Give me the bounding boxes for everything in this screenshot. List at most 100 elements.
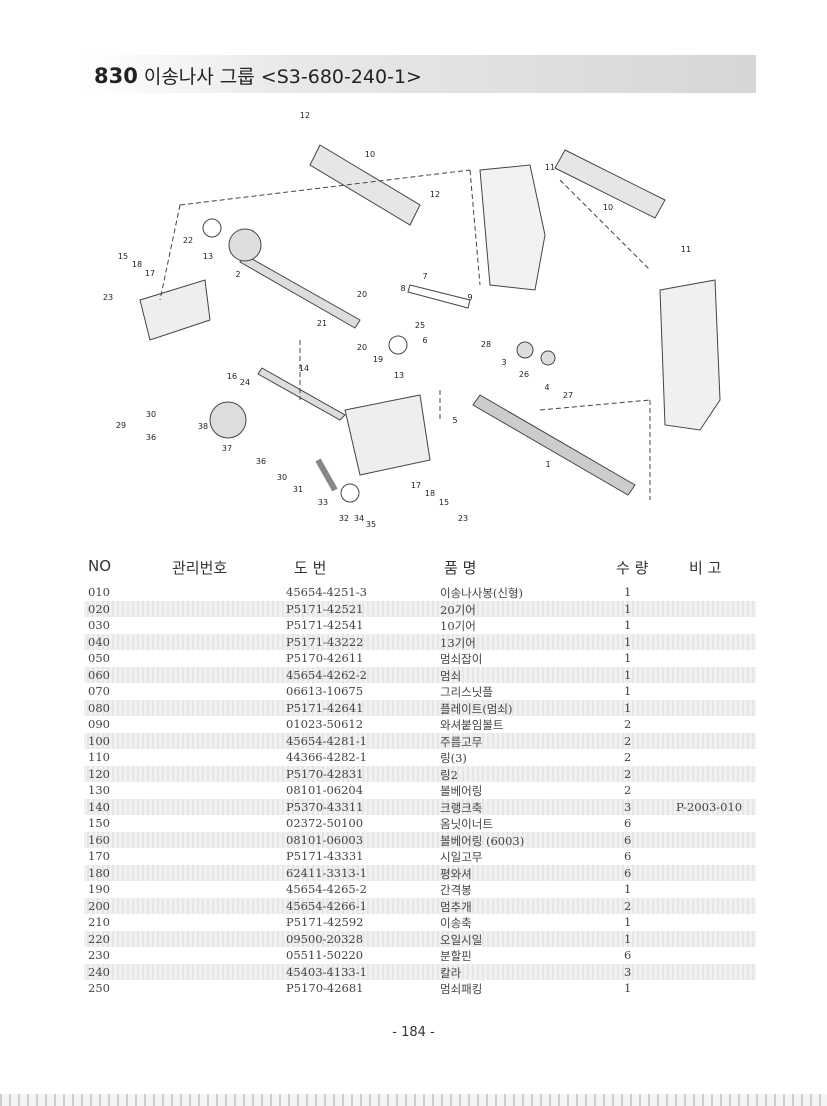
callout-label: 6 [422, 336, 427, 345]
callout-label: 26 [519, 370, 529, 379]
part-number: 44366-4282-1 [286, 750, 367, 764]
item-no: 080 [88, 700, 110, 715]
part-number: P5170-42831 [286, 766, 364, 781]
callout-label: 1 [545, 460, 550, 469]
scan-edge [0, 1094, 827, 1106]
item-no: 250 [88, 981, 110, 995]
gearbox-housing [659, 279, 721, 431]
item-no: 130 [88, 783, 110, 797]
callout-label: 17 [411, 481, 421, 490]
quantity: 1 [624, 585, 632, 599]
feed-screw-tube [309, 144, 421, 226]
callout-label: 28 [481, 340, 491, 349]
callout-label: 30 [146, 410, 156, 419]
quantity: 1 [624, 618, 632, 632]
feed-screw [472, 394, 636, 496]
callout-label: 32 [339, 514, 349, 523]
item-no: 040 [88, 634, 110, 649]
spring [315, 458, 338, 492]
item-no: 010 [88, 585, 110, 599]
callout-label: 5 [452, 416, 457, 425]
part-number: 45654-4265-2 [286, 882, 367, 896]
callout-label: 24 [240, 378, 250, 387]
part-name: 플레이트(멈쇠) [440, 701, 513, 716]
callout-label: 14 [299, 364, 309, 373]
item-no: 190 [88, 882, 110, 896]
bearing [388, 335, 408, 355]
part-number: 45654-4262-2 [286, 667, 367, 682]
item-no: 060 [88, 667, 110, 682]
item-no: 110 [88, 750, 110, 764]
callout-label: 21 [317, 319, 327, 328]
callout-label: 19 [373, 355, 383, 364]
feed-shaft [239, 254, 361, 329]
item-no: 200 [88, 898, 110, 913]
item-no: 140 [88, 799, 110, 814]
item-no: 230 [88, 948, 110, 962]
item-no: 160 [88, 832, 110, 847]
part-name: 분할핀 [440, 949, 472, 963]
part-name: 간격봉 [440, 883, 472, 897]
callout-label: 4 [544, 383, 549, 392]
part-number: 45654-4281-1 [286, 733, 367, 748]
callout-label: 29 [116, 421, 126, 430]
part-name: 볼베어링 (6003) [440, 833, 525, 848]
item-no: 180 [88, 865, 110, 880]
part-number: P5370-43311 [286, 799, 364, 814]
part-name: 13기어 [440, 635, 476, 650]
part-number: P5171-43222 [286, 634, 364, 649]
part-number: 45654-4266-1 [286, 898, 367, 913]
quantity: 3 [624, 964, 632, 979]
callout-label: 15 [439, 498, 449, 507]
quantity: 1 [624, 684, 632, 698]
part-name: 멈추개 [440, 899, 472, 914]
quantity: 2 [624, 898, 632, 913]
part-name: 오일시일 [440, 932, 483, 947]
callout-label: 8 [400, 284, 405, 293]
callout-label: 13 [203, 252, 213, 261]
quantity: 2 [624, 750, 632, 764]
part-name: 이송축 [440, 916, 472, 930]
bearing3 [340, 483, 360, 503]
section-title: 이송나사 그룹 <S3-680-240-1> [143, 66, 422, 88]
quantity: 2 [624, 766, 632, 781]
part-number: P5171-42641 [286, 700, 364, 715]
callout-label: 31 [293, 485, 303, 494]
part-number: P5170-42681 [286, 981, 364, 995]
callout-label: 33 [318, 498, 328, 507]
callout-label: 2 [235, 270, 240, 279]
part-name: 10기어 [440, 619, 476, 633]
quantity: 6 [624, 832, 632, 847]
item-no: 240 [88, 964, 110, 979]
quantity: 6 [624, 849, 632, 863]
callout-label: 30 [277, 473, 287, 482]
part-number: P5171-42541 [286, 618, 364, 632]
callout-label: 34 [354, 514, 364, 523]
quantity: 2 [624, 733, 632, 748]
part-name: 멈쇠패킹 [440, 982, 483, 996]
callout-label: 15 [118, 252, 128, 261]
callout-label: 18 [425, 489, 435, 498]
callout-label: 37 [222, 444, 232, 453]
part-number: 45654-4251-3 [286, 585, 367, 599]
callout-label: 38 [198, 422, 208, 431]
table-row: 200 45654-4266-1 멈추개 2 [84, 897, 756, 914]
bearing2 [202, 218, 222, 238]
quantity: 1 [624, 915, 632, 929]
quantity: 1 [624, 882, 632, 896]
part-number: 02372-50100 [286, 816, 364, 830]
part-name: 와셔붙임볼트 [440, 718, 504, 732]
left-bracket [139, 279, 211, 341]
